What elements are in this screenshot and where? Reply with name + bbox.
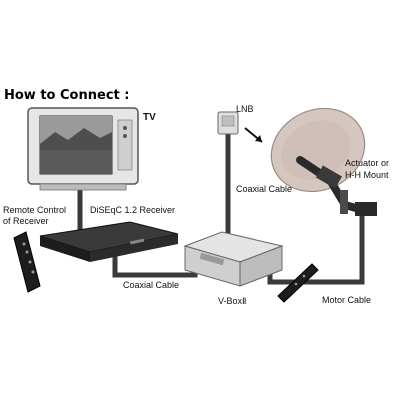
remote-label-line1: Remote Control	[3, 205, 67, 215]
receiver-vbox-cable	[112, 252, 198, 278]
vbox-label: V-BoxⅡ	[218, 296, 247, 306]
receiver-label: DiSEqC 1.2 Receiver	[90, 205, 176, 215]
diagram-title: How to Connect :	[4, 88, 130, 103]
vbox-remote-icon	[277, 263, 319, 303]
tv-label: TV	[143, 112, 156, 123]
lnb-label: LNB	[236, 104, 254, 114]
actuator-label-line2: H-H Mount	[345, 170, 389, 180]
tv-icon	[27, 107, 139, 191]
vbox-icon	[183, 231, 284, 287]
dish-icon	[270, 107, 366, 193]
actuator-icon	[296, 156, 377, 216]
remote-label-line2: of Receiver	[3, 216, 49, 226]
receiver-icon	[39, 221, 179, 262]
actuator-label-line1: Actuator or	[345, 158, 390, 168]
lnb-icon	[217, 111, 263, 143]
coaxial-cable-bottom-label: Coaxial Cable	[123, 280, 180, 290]
motor-cable-label: Motor Cable	[322, 295, 372, 305]
remote-icon	[13, 231, 41, 293]
coaxial-cable-top-label: Coaxial Cable	[236, 184, 293, 194]
